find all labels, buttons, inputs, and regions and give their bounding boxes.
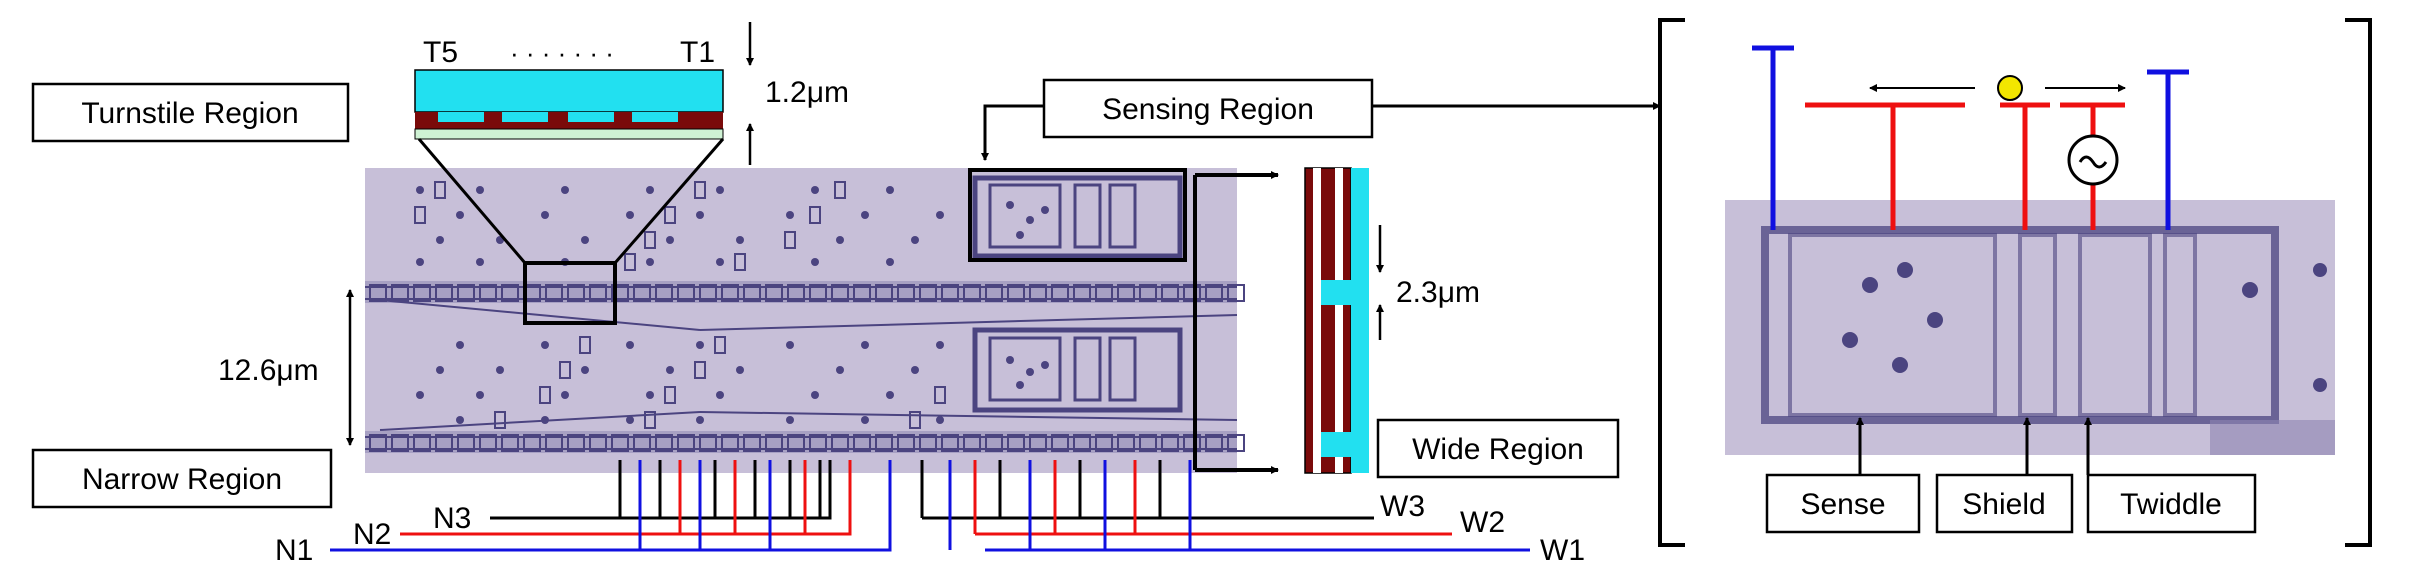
sense-label: Sense xyxy=(1765,473,1921,534)
sensing-region-label: Sensing Region xyxy=(1042,78,1374,139)
twiddle-label: Twiddle xyxy=(2086,473,2257,534)
svg-text:T1: T1 xyxy=(680,36,715,69)
shield-label: Shield xyxy=(1935,473,2074,534)
device-micrograph xyxy=(365,168,1245,473)
sensing-detail-panel: Sense Shield Twiddle xyxy=(1658,18,2372,547)
svg-text:Shield: Shield xyxy=(1962,488,2045,521)
svg-text:· · · · · · ·: · · · · · · · xyxy=(510,38,614,68)
svg-text:Wide Region: Wide Region xyxy=(1412,433,1584,466)
svg-text:Sense: Sense xyxy=(1800,488,1885,521)
svg-text:W3: W3 xyxy=(1380,490,1425,523)
svg-text:N3: N3 xyxy=(433,502,471,535)
svg-text:1.2μm: 1.2μm xyxy=(765,76,849,109)
svg-text:W1: W1 xyxy=(1540,534,1585,567)
electrode-array xyxy=(369,284,1245,452)
svg-text:12.6μm: 12.6μm xyxy=(218,354,319,387)
electron-icon xyxy=(1997,75,2023,101)
svg-text:N2: N2 xyxy=(353,518,391,551)
channel-dimension: 12.6μm xyxy=(218,289,354,446)
sensing-callout xyxy=(968,102,1661,262)
dot-array xyxy=(414,181,946,429)
wide-inset: 2.3μm xyxy=(1193,167,1480,474)
svg-text:W2: W2 xyxy=(1460,506,1505,539)
turnstile-inset: T5 · · · · · · · T1 1.2μm xyxy=(414,22,849,325)
svg-text:N1: N1 xyxy=(275,534,313,567)
svg-text:2.3μm: 2.3μm xyxy=(1396,276,1480,309)
svg-text:Narrow Region: Narrow Region xyxy=(82,463,282,496)
svg-text:Sensing Region: Sensing Region xyxy=(1102,93,1314,126)
svg-text:Twiddle: Twiddle xyxy=(2120,488,2222,521)
ac-source-icon xyxy=(2067,134,2119,186)
narrow-region-label: Narrow Region xyxy=(31,448,333,509)
wiring: N1 N2 N3 W3 W2 W1 xyxy=(275,460,1585,567)
wide-region-label: Wide Region xyxy=(1376,418,1620,479)
svg-text:Turnstile Region: Turnstile Region xyxy=(81,97,298,130)
turnstile-region-label: Turnstile Region xyxy=(31,82,350,143)
svg-text:T5: T5 xyxy=(423,36,458,69)
